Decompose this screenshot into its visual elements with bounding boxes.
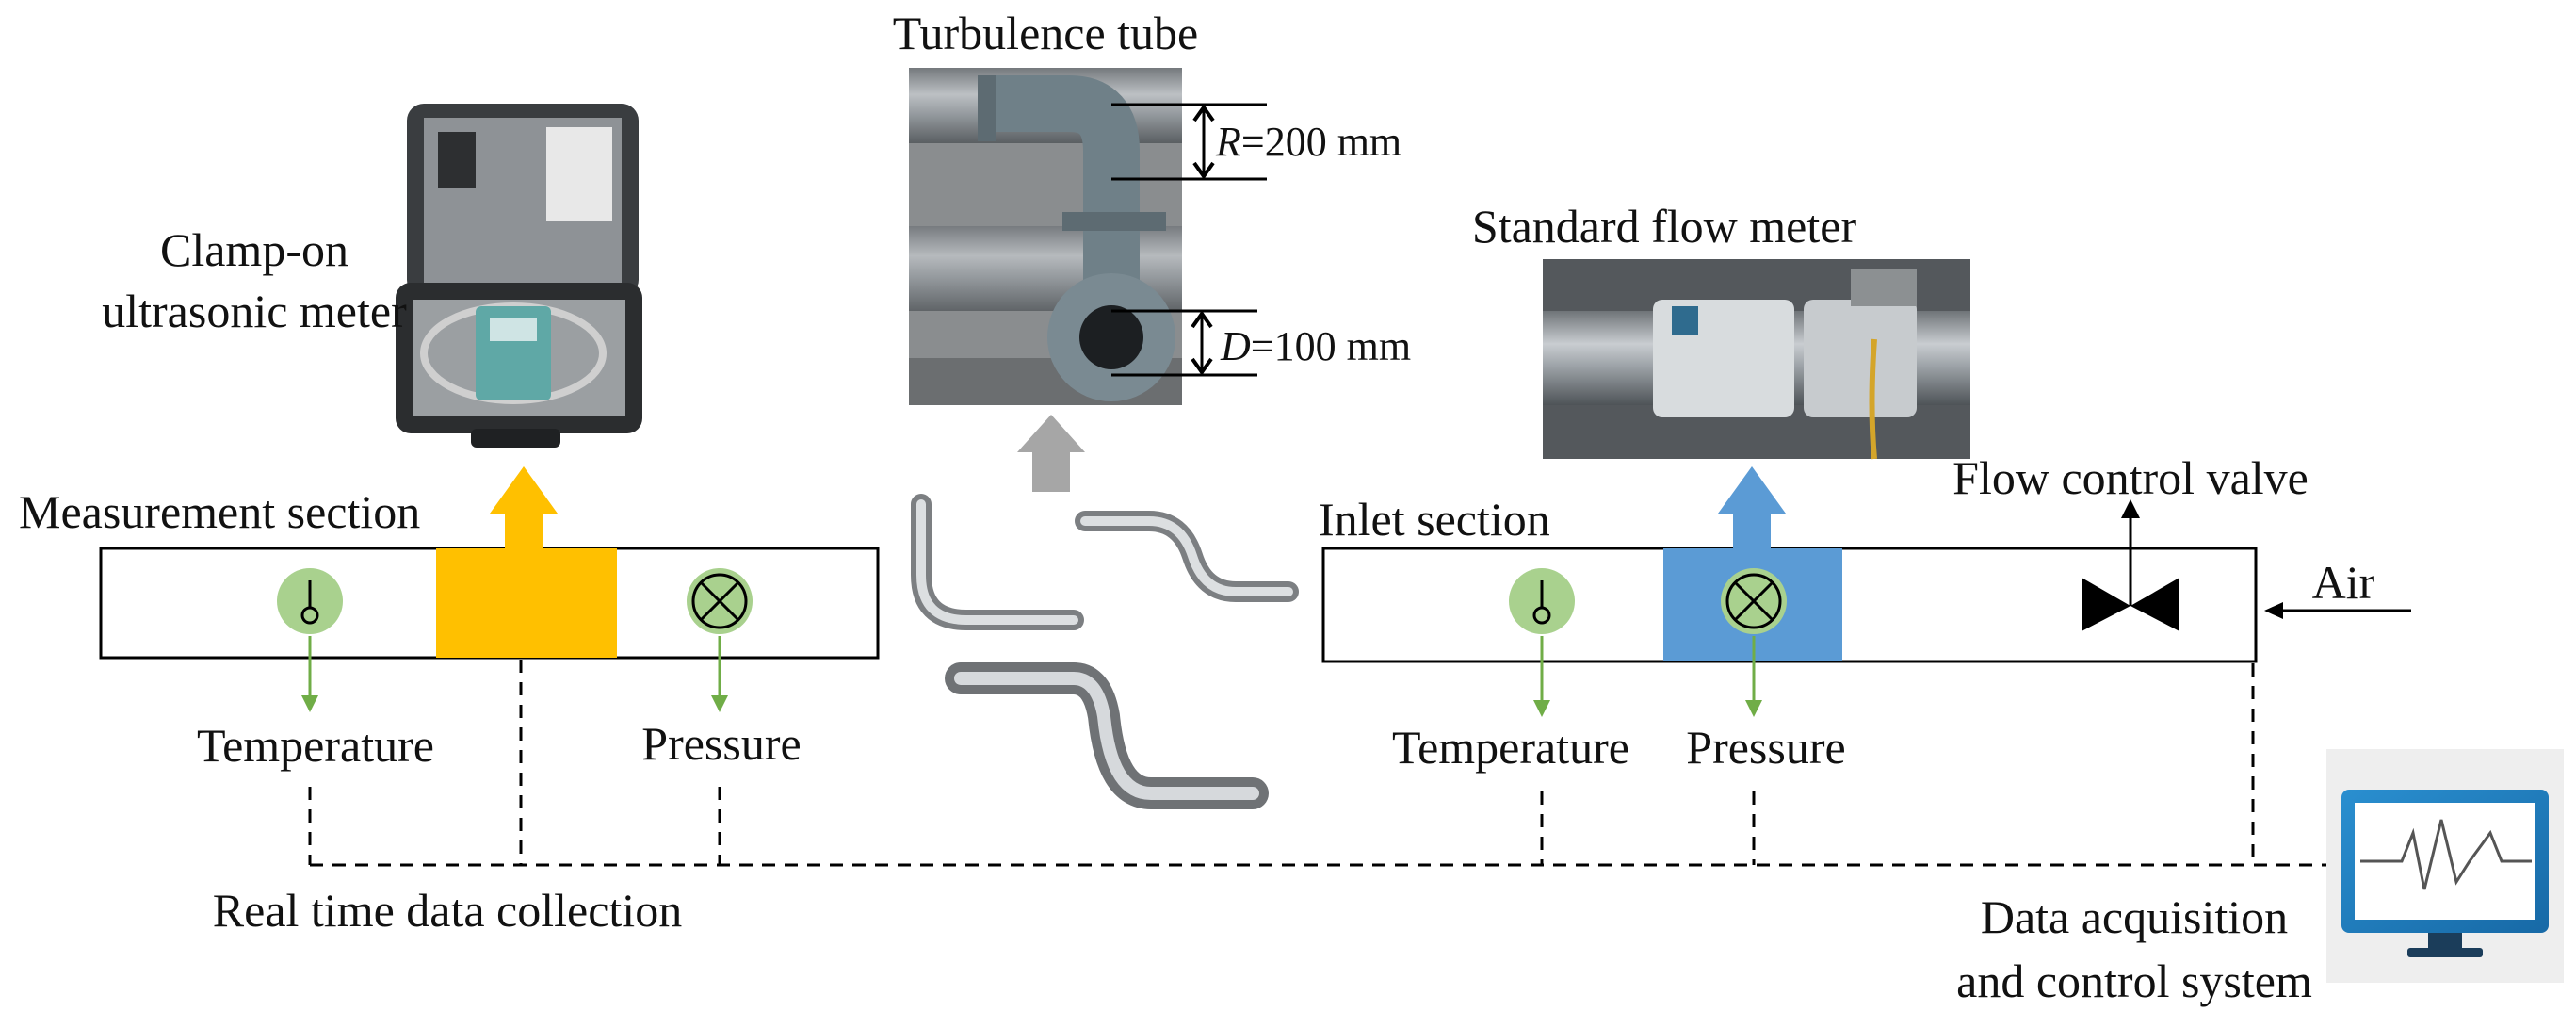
temperature-label-right: Temperature <box>1392 721 1629 774</box>
pressure-label-left: Pressure <box>641 717 801 770</box>
tube-shape-offset-upper <box>1075 511 1299 602</box>
inlet-section-label: Inlet section <box>1319 493 1550 546</box>
air-arrow <box>2264 602 2411 619</box>
thermometer-icon <box>1509 568 1575 634</box>
clamp-on-up-arrow <box>490 466 558 548</box>
pressure-arrow-right <box>1745 636 1762 717</box>
daq-label-line2: and control system <box>1956 955 2312 1007</box>
temperature-arrow-left <box>301 636 318 712</box>
pressure-gauge-icon <box>1721 568 1787 634</box>
standard-meter-up-arrow <box>1718 466 1786 548</box>
turbulence-tube-photo <box>909 68 1182 405</box>
butterfly-valve-icon <box>2082 499 2179 631</box>
turbulence-tube-label: Turbulence tube <box>893 7 1199 59</box>
real-time-data-collection-label: Real time data collection <box>213 884 682 937</box>
data-collection-lines <box>308 660 2331 867</box>
pressure-label-right: Pressure <box>1686 721 1845 774</box>
temperature-label-left: Temperature <box>197 719 434 772</box>
clamp-on-label-line2: ultrasonic meter <box>102 285 407 337</box>
pressure-gauge-icon <box>687 568 753 634</box>
diameter-dimension <box>1111 309 1257 377</box>
daq-label-line1: Data acquisition <box>1981 890 2288 943</box>
standard-flow-meter-photo <box>1543 259 1970 460</box>
clamp-on-meter-photo <box>396 104 642 448</box>
turbulence-up-arrow <box>1017 415 1085 492</box>
pressure-arrow-left <box>711 636 728 712</box>
air-label: Air <box>2312 556 2375 609</box>
radius-dimension <box>1111 103 1267 181</box>
clamp-on-label-line1: Clamp-on <box>160 223 348 276</box>
diameter-label: D=100 mm <box>1220 323 1411 369</box>
tube-shape-elbow <box>911 494 1084 630</box>
measurement-section-label: Measurement section <box>19 485 420 538</box>
radius-label: R=200 mm <box>1215 119 1401 165</box>
clamp-on-meter-block <box>436 548 617 658</box>
temperature-arrow-right <box>1533 636 1550 717</box>
flow-control-valve-label: Flow control valve <box>1952 451 2309 504</box>
standard-flow-meter-label: Standard flow meter <box>1472 200 1857 253</box>
tube-shape-offset-lower <box>945 662 1269 809</box>
monitor-icon <box>2326 749 2564 983</box>
thermometer-icon <box>277 568 343 634</box>
